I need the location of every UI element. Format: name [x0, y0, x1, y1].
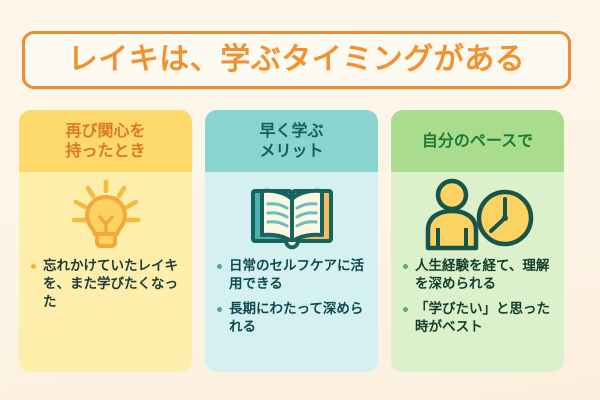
card-own-pace[interactable]: 自分のペースで 人生経験を経て、理解を深められる 「学びたい」と思った時がベスト: [391, 110, 564, 372]
card-learn-early-heading-line1: 早く学ぶ: [259, 121, 324, 140]
list-item: 「学びたい」と思った時がベスト: [402, 301, 554, 337]
card-learn-early-heading-line2: メリット: [259, 141, 324, 160]
card-reinterest-heading-line1: 再び関心を: [65, 121, 146, 140]
list-item: 人生経験を経て、理解を深められる: [402, 258, 554, 294]
card-learn-early-heading: 早く学ぶ メリット: [205, 110, 378, 172]
list-item: 日常のセルフケアに活用できる: [216, 258, 368, 294]
card-own-pace-heading-line1: 自分のペースで: [421, 131, 534, 150]
page-title: レイキは、学ぶタイミングがある: [67, 42, 526, 77]
card-learn-early[interactable]: 早く学ぶ メリット: [205, 110, 378, 372]
card-row: 再び関心を 持ったとき 忘れかけていたレイキを: [19, 110, 564, 372]
card-reinterest-bullets: 忘れかけていたレイキを、また学びたくなった: [19, 258, 192, 372]
person-clock-icon: [391, 172, 564, 258]
card-reinterest[interactable]: 再び関心を 持ったとき 忘れかけていたレイキを: [19, 110, 192, 372]
card-reinterest-heading-line2: 持ったとき: [65, 141, 146, 160]
card-learn-early-bullets: 日常のセルフケアに活用できる 長期にわたって深められる: [205, 258, 378, 372]
list-item: 長期にわたって深められる: [216, 301, 368, 337]
card-own-pace-heading: 自分のペースで: [391, 110, 564, 172]
open-book-icon: [205, 172, 378, 258]
card-reinterest-heading: 再び関心を 持ったとき: [19, 110, 192, 172]
card-own-pace-bullets: 人生経験を経て、理解を深められる 「学びたい」と思った時がベスト: [391, 258, 564, 372]
title-box: レイキは、学ぶタイミングがある: [22, 31, 571, 89]
lightbulb-icon: [19, 172, 192, 258]
list-item: 忘れかけていたレイキを、また学びたくなった: [30, 258, 182, 312]
